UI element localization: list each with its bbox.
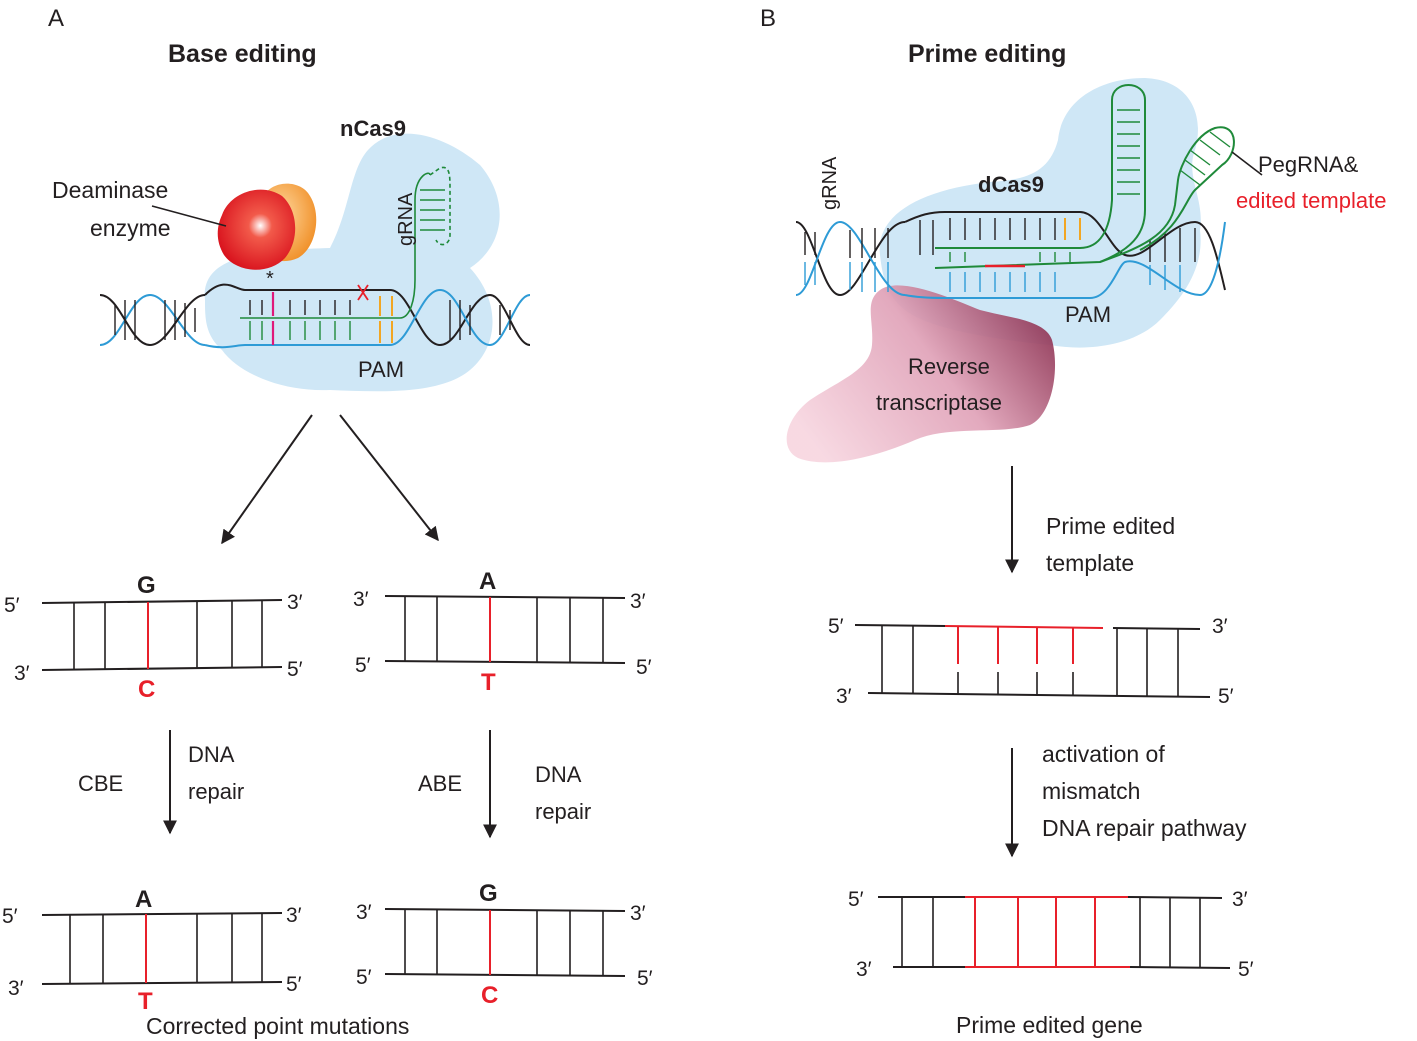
cbe-result-top-left: 5′: [2, 905, 18, 928]
abe-result-top-left: 3′: [356, 901, 372, 924]
step2-label-1: activation of: [1042, 741, 1165, 767]
ncas9-label: nCas9: [340, 116, 406, 141]
cbe-result-bottom-base: T: [138, 988, 153, 1015]
abe-bottom-right: 5′: [636, 656, 652, 679]
abe-result-bottom-base: C: [481, 982, 498, 1009]
pegrna-label: PegRNA&: [1258, 152, 1359, 177]
cbe-duplex: [41, 599, 283, 671]
dna2-top-right: 3′: [1232, 888, 1248, 911]
step2-label-2: mismatch: [1042, 778, 1140, 804]
cbe-arrow-dna: DNA: [188, 742, 235, 767]
panel-a-caption: Corrected point mutations: [146, 1013, 409, 1039]
cbe-result-top-right: 3′: [286, 904, 302, 927]
cbe-bottom-left: 3′: [14, 662, 30, 685]
pegrna-pointer: [1231, 151, 1263, 176]
dna1-top-right: 3′: [1212, 615, 1228, 638]
abe-result-bottom-left: 5′: [356, 966, 372, 989]
abe-result-top-right: 3′: [630, 902, 646, 925]
abe-result-duplex: [384, 908, 626, 977]
panel-b-title: Prime editing: [908, 40, 1066, 68]
cbe-result-duplex: [41, 912, 283, 985]
deaminase-label-2: enzyme: [90, 215, 171, 241]
pegrna-strand: [934, 84, 1235, 269]
deaminase-label-1: Deaminase: [52, 177, 168, 203]
dna1-bottom-right: 5′: [1218, 685, 1234, 708]
abe-arrow-dna: DNA: [535, 762, 582, 787]
rt-label-1: Reverse: [908, 354, 990, 379]
pam-label-b: PAM: [1065, 302, 1111, 327]
step1-label-1: Prime edited: [1046, 513, 1175, 539]
panel-a-title: Base editing: [168, 40, 317, 68]
dna1-bottom-left: 3′: [836, 685, 852, 708]
dna-helix-a: [99, 283, 531, 349]
reverse-transcriptase-blob: [786, 285, 1056, 463]
dna2-top-left: 5′: [848, 888, 864, 911]
abe-top-base: A: [479, 568, 496, 595]
cbe-arrow-label: CBE: [78, 771, 123, 796]
cbe-top-right: 3′: [287, 591, 303, 614]
abe-bottom-base: T: [481, 669, 496, 696]
dna2-bottom-left: 3′: [856, 958, 872, 981]
ncas9-blob: [204, 133, 500, 392]
rloop-a: [240, 166, 451, 345]
abe-top-left: 3′: [353, 588, 369, 611]
panel-b: B Prime editing dCas9 gRNA: [760, 5, 1386, 1038]
cbe-bottom-right: 5′: [287, 658, 303, 681]
pam-label-a: PAM: [358, 357, 404, 382]
abe-duplex: [384, 595, 626, 664]
edited-template-label: edited template: [1236, 188, 1386, 213]
rt-label-2: transcriptase: [876, 390, 1002, 415]
abe-bottom-left: 5′: [355, 654, 371, 677]
edited-duplex: [878, 896, 1231, 969]
abe-arrow-repair: repair: [535, 799, 591, 824]
dna1-top-left: 5′: [828, 615, 844, 638]
deaminase-pointer: [151, 205, 227, 227]
dna2-bottom-right: 5′: [1238, 958, 1254, 981]
arrow-to-cbe: [221, 414, 313, 545]
abe-top-right: 3′: [630, 590, 646, 613]
cbe-result-bottom-right: 5′: [286, 973, 302, 996]
cbe-bottom-base: C: [138, 676, 155, 703]
heteroduplex: [854, 624, 1211, 698]
grna-label-a: gRNA: [395, 192, 417, 246]
deaminase-red-lobe: [217, 189, 296, 270]
cbe-result-bottom-left: 3′: [8, 977, 24, 1000]
panel-b-caption: Prime edited gene: [956, 1012, 1143, 1038]
target-asterisk: *: [266, 268, 274, 290]
cbe-top-base: G: [137, 572, 156, 599]
panel-a: A Base editing nCas9 Deaminase enzyme: [2, 5, 653, 1039]
grna-label-b: gRNA: [819, 156, 841, 210]
step2-label-3: DNA repair pathway: [1042, 815, 1247, 841]
step1-label-2: template: [1046, 550, 1134, 576]
abe-arrow-label: ABE: [418, 771, 462, 796]
panel-a-letter: A: [48, 5, 64, 32]
cbe-top-left: 5′: [4, 594, 20, 617]
dna-helix-b: [795, 211, 1226, 299]
abe-result-top-base: G: [479, 880, 498, 907]
panel-b-letter: B: [760, 5, 776, 32]
dcas9-label: dCas9: [978, 172, 1044, 197]
cbe-arrow-repair: repair: [188, 779, 244, 804]
cbe-result-top-base: A: [135, 886, 152, 913]
arrow-to-abe: [339, 414, 439, 542]
abe-result-bottom-right: 5′: [637, 967, 653, 990]
